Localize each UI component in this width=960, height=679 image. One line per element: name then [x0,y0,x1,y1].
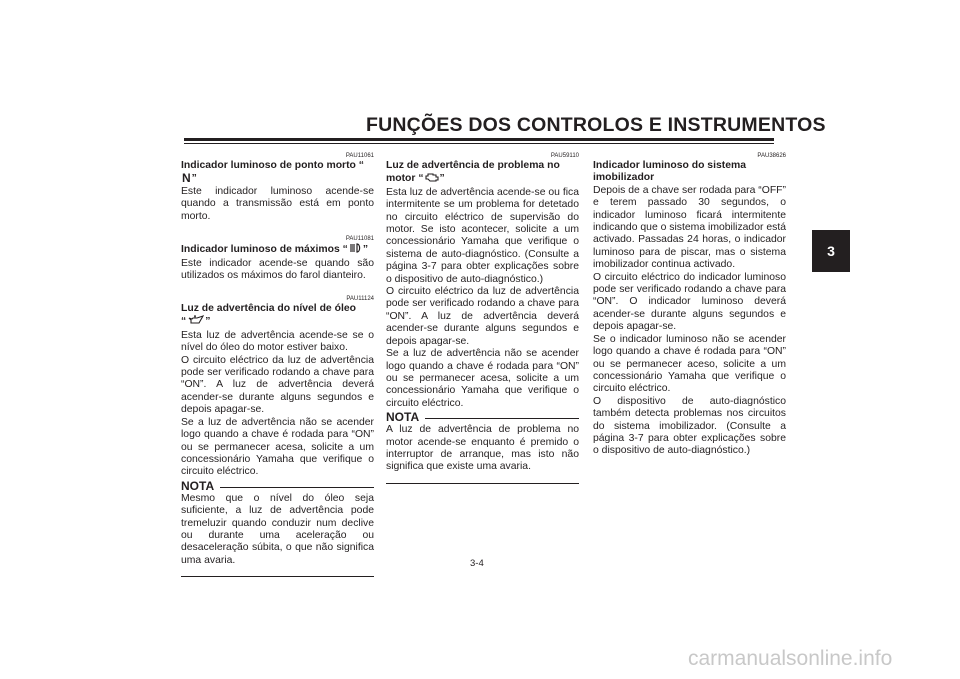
column-right: PAU38626 Indicador luminoso do sistema i… [593,152,786,458]
section-heading-neutral: Indicador luminoso de ponto morto “N” [181,160,364,186]
paragraph: Este indicador acende-se quando são util… [181,257,374,282]
section-heading-immobilizer: Indicador luminoso do sistema imobilizad… [593,160,746,184]
high-beam-icon [349,243,362,257]
note-text: A luz de advertência de problema no moto… [386,424,579,473]
column-left: PAU11061 Indicador luminoso de ponto mor… [181,152,374,578]
section-code: PAU11061 [345,153,374,159]
section-code: PAU38626 [757,153,786,159]
section-code: PAU11124 [346,296,374,303]
engine-check-icon [424,172,439,186]
section-code: PAU11081 [345,236,374,243]
neutral-indicator-icon: N [182,171,191,186]
page-number: 3-4 [470,558,484,569]
note-header: NOTA [386,410,579,424]
section-heading-high-beam: Indicador luminoso de máximos “” [181,243,374,257]
chapter-tab: 3 [812,230,850,272]
note-text: Mesmo que o nível do óleo seja suficient… [181,492,374,566]
oil-can-icon [187,315,205,329]
section-code: PAU59110 [550,153,579,159]
watermark: carmanualsonline.info [688,647,893,670]
header-rule-thin [184,143,774,144]
column-middle: PAU59110 Luz de advertência de problema … [386,152,579,484]
paragraph: Esta luz de advertência acende-se se o n… [181,329,374,354]
paragraph: O circuito eléctrico do indicador lumino… [593,271,786,333]
note-end-rule [181,576,374,578]
note-end-rule [386,482,579,484]
paragraph: Se o indicador luminoso não se acender l… [593,333,786,395]
paragraph: O circuito eléctrico da luz de advertênc… [386,286,579,347]
header-rule [184,138,774,141]
paragraph: Esta luz de advertência acende-se ou fic… [386,186,579,285]
paragraph: Este indicador luminoso acende-se quando… [181,185,374,222]
section-heading-oil: Luz de advertência do nível de óleo“” [181,303,374,330]
paragraph: Se a luz de advertência não se acender l… [181,416,374,478]
note-header: NOTA [181,479,374,493]
paragraph: Depois de a chave ser rodada para “OFF” … [593,184,786,271]
page-title: FUNÇÕES DOS CONTROLOS E INSTRUMENTOS [366,114,826,136]
paragraph: Se a luz de advertência não se acender l… [386,348,579,409]
paragraph: O circuito eléctrico da luz de advertênc… [181,354,374,416]
paragraph: O dispositivo de auto-diagnóstico também… [593,395,786,457]
